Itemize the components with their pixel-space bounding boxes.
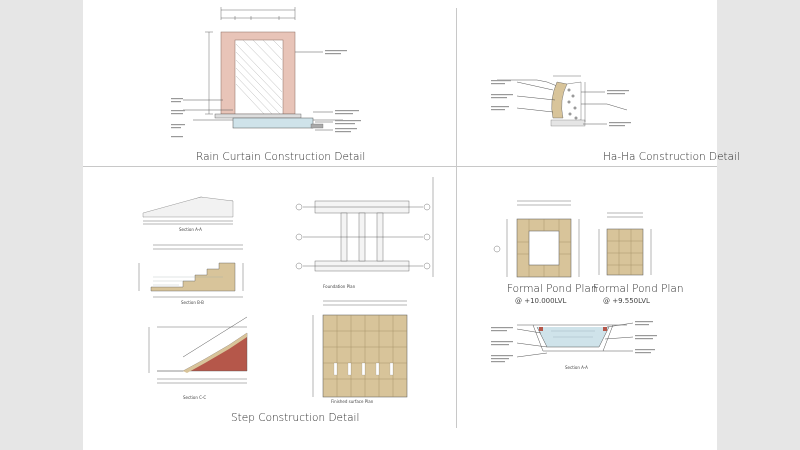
- drawing-sheet: Rain Curtain Construction Detail: [83, 0, 740, 450]
- section-cc: [148, 316, 248, 384]
- rain-curtain-strands: [235, 39, 283, 115]
- section-aa: [142, 196, 234, 225]
- pond-section-label: Section A-A: [565, 365, 588, 370]
- vertical-divider: [456, 8, 457, 428]
- section-bb: [138, 244, 244, 298]
- rain-curtain-title: Rain Curtain Construction Detail: [196, 151, 366, 163]
- foundation-plan: [295, 177, 434, 277]
- section-cc-label: Section C-C: [183, 395, 207, 400]
- step-drawing: [138, 177, 434, 398]
- pond-plan-1: [493, 200, 580, 278]
- pond-plan-1-level: @ +10.000LVL: [515, 297, 567, 305]
- pond-section: [491, 321, 657, 363]
- finished-surface-plan-label: Finished surface Plan: [331, 399, 374, 404]
- pond-plan-2: [598, 212, 652, 276]
- ha-ha-panel: Ha-Ha Construction Detail: [457, 0, 740, 166]
- step-panel: Section A-A Section B-B Section C-C Foun…: [83, 167, 456, 450]
- step-title: Step Construction Detail: [231, 412, 360, 424]
- ha-ha-title: Ha-Ha Construction Detail: [603, 151, 740, 163]
- formal-pond-panel: Formal Pond Plan @ +10.000LVL Formal Pon…: [457, 167, 717, 450]
- pond-plan-2-title: Formal Pond Plan: [593, 283, 684, 295]
- rain-curtain-panel: Rain Curtain Construction Detail: [83, 0, 456, 166]
- rain-curtain-drawing: [171, 7, 361, 138]
- section-aa-label: Section A-A: [179, 227, 202, 232]
- ha-ha-drawing: [491, 75, 631, 127]
- formal-pond-drawing: [491, 200, 657, 363]
- section-bb-label: Section B-B: [181, 300, 204, 305]
- foundation-plan-label: Foundation Plan: [323, 284, 356, 289]
- horizontal-divider: [83, 166, 717, 167]
- pond-plan-1-title: Formal Pond Plan: [507, 283, 598, 295]
- pond-plan-2-level: @ +9.550LVL: [603, 297, 650, 305]
- finished-surface-plan: [312, 300, 408, 398]
